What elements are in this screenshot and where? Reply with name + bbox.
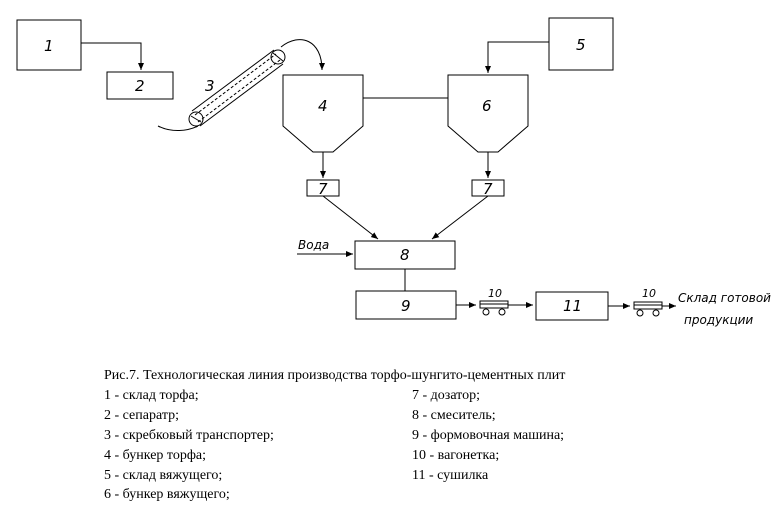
hopper-peat-bunker: [282, 74, 364, 153]
label-5: 5: [576, 36, 586, 54]
legend-item-6: 6 - бункер вяжущего;: [104, 487, 230, 502]
legend-item-7: 7 - дозатор;: [412, 388, 480, 403]
label-10b: 10: [642, 287, 656, 300]
legend-item-1: 1 - склад торфа;: [104, 388, 199, 403]
legend-item-11: 11 - сушилка: [412, 468, 489, 483]
arrow-7b-to-8: [431, 195, 489, 240]
label-7a: 7: [318, 180, 328, 198]
box-peat-warehouse: [16, 19, 82, 71]
label-7b: 7: [483, 180, 493, 198]
legend-item-2: 2 - сепаратр;: [104, 408, 179, 423]
process-diagram: 1 2 3 4 5 6 7 7 8 9 11 10 10 Вода Склад …: [16, 17, 771, 327]
cart-icon-1: [479, 300, 509, 316]
legend-item-9: 9 - формовочная машина;: [412, 428, 565, 443]
box-separator: [106, 71, 174, 100]
legend-item-10: 10 - вагонетка;: [412, 448, 500, 463]
label-2: 2: [135, 77, 145, 95]
arrow-1-to-2: [81, 42, 144, 70]
scraper-conveyor: [157, 39, 325, 131]
legend-item-4: 4 - бункер торфа;: [104, 448, 207, 463]
label-9: 9: [401, 297, 411, 315]
legend-item-8: 8 - смеситель;: [412, 408, 496, 423]
box-binder-warehouse: [548, 17, 614, 71]
label-water: Вода: [298, 238, 329, 252]
label-4: 4: [318, 97, 328, 115]
label-1: 1: [44, 37, 54, 55]
legend-item-5: 5 - склад вяжущего;: [104, 468, 223, 483]
label-6: 6: [482, 97, 492, 115]
label-3: 3: [205, 77, 215, 95]
legend-item-3: 3 - скребковый транспортер;: [104, 428, 274, 443]
hopper-binder-bunker: [447, 74, 529, 153]
label-10a: 10: [488, 287, 502, 300]
label-warehouse-line2: продукции: [684, 313, 753, 327]
arrow-7a-to-8: [322, 195, 379, 240]
label-11: 11: [563, 297, 582, 315]
label-8: 8: [400, 246, 410, 264]
figure-caption: Рис.7. Технологическая линия производств…: [104, 368, 566, 383]
arrow-5-to-6: [485, 41, 549, 73]
label-warehouse-line1: Склад готовой: [678, 291, 771, 305]
cart-icon-2: [633, 301, 663, 317]
